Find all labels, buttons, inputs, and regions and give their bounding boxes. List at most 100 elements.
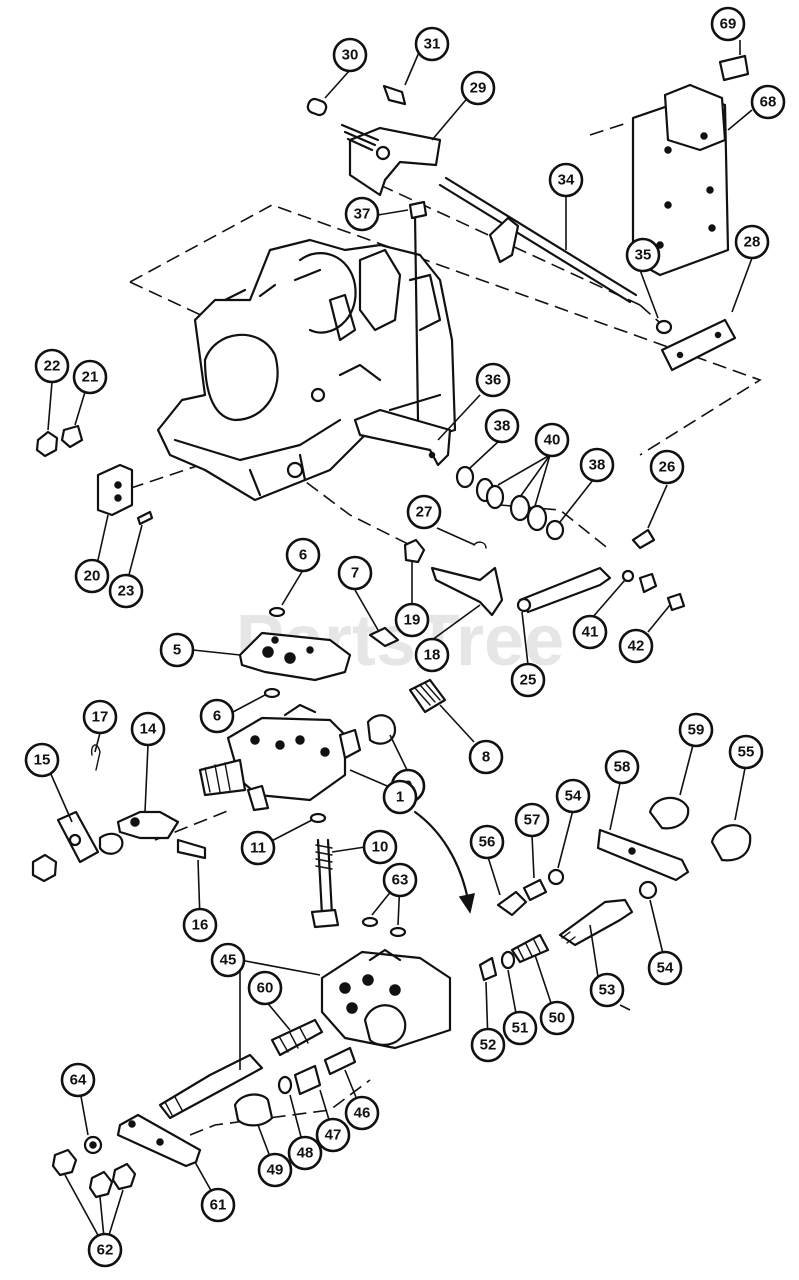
callout-27[interactable]: 27 (406, 494, 442, 530)
callout-40[interactable]: 40 (534, 422, 570, 458)
nut-42b (666, 592, 686, 612)
callout-62[interactable]: 62 (87, 1232, 123, 1268)
svg-text:69: 69 (720, 16, 737, 33)
callout-18[interactable]: 18 (414, 637, 450, 673)
callout-61[interactable]: 61 (200, 1187, 236, 1223)
oring-63a (361, 916, 379, 928)
washer-41 (621, 569, 635, 583)
svg-text:56: 56 (479, 834, 496, 851)
svg-text:7: 7 (351, 565, 359, 582)
svg-text:17: 17 (92, 709, 109, 726)
svg-text:38: 38 (494, 418, 511, 435)
callout-22[interactable]: 22 (34, 348, 70, 384)
spring-46 (323, 1046, 357, 1076)
callout-42[interactable]: 42 (618, 628, 654, 664)
callout-54-upper[interactable]: 54 (555, 778, 591, 814)
callout-20[interactable]: 20 (74, 558, 110, 594)
nut-52 (478, 956, 498, 982)
callout-46[interactable]: 46 (344, 1095, 380, 1131)
callout-19[interactable]: 19 (394, 602, 430, 638)
callout-50[interactable]: 50 (539, 1000, 575, 1036)
svg-text:6: 6 (213, 708, 221, 725)
nut-62b (88, 1170, 114, 1199)
spring-57 (522, 878, 548, 902)
valve-body-1 (198, 703, 397, 824)
callout-45[interactable]: 45 (210, 942, 246, 978)
callout-8[interactable]: 8 (468, 739, 504, 775)
shaft-arm-34 (488, 216, 520, 264)
callout-58[interactable]: 58 (604, 749, 640, 785)
oring-51 (500, 950, 516, 970)
callout-38-lower[interactable]: 38 (579, 447, 615, 483)
oring-6b (263, 687, 281, 699)
callout-6-lower[interactable]: 6 (199, 698, 235, 734)
svg-text:50: 50 (549, 1010, 566, 1027)
callout-37[interactable]: 37 (344, 196, 380, 232)
callout-31[interactable]: 31 (414, 26, 450, 62)
callout-11[interactable]: 11 (240, 830, 276, 866)
svg-text:27: 27 (416, 504, 433, 521)
callout-68[interactable]: 68 (750, 84, 786, 120)
callout-10[interactable]: 10 (362, 829, 398, 865)
callout-48[interactable]: 48 (287, 1135, 323, 1171)
svg-text:22: 22 (44, 358, 61, 375)
callout-59[interactable]: 59 (678, 712, 714, 748)
callout-30[interactable]: 30 (332, 37, 368, 73)
callout-15[interactable]: 15 (24, 742, 60, 778)
svg-text:58: 58 (614, 759, 631, 776)
callout-60[interactable]: 60 (247, 970, 283, 1006)
callout-35[interactable]: 35 (625, 237, 661, 273)
valve-cover-assembly (238, 606, 400, 699)
callout-16[interactable]: 16 (182, 907, 218, 943)
callout-25[interactable]: 25 (510, 662, 546, 698)
svg-text:20: 20 (84, 568, 101, 585)
svg-text:59: 59 (688, 722, 705, 739)
spool-assembly (158, 1018, 357, 1127)
callout-54-lower[interactable]: 54 (647, 950, 683, 986)
callout-34[interactable]: 34 (548, 162, 584, 198)
callout-23[interactable]: 23 (108, 573, 144, 609)
svg-text:21: 21 (82, 369, 99, 386)
callout-26[interactable]: 26 (649, 449, 685, 485)
callout-21[interactable]: 21 (72, 359, 108, 395)
nut-42a (638, 572, 658, 594)
callout-51[interactable]: 51 (502, 1010, 538, 1046)
svg-text:68: 68 (760, 94, 777, 111)
callout-5[interactable]: 5 (159, 632, 195, 668)
callout-41[interactable]: 41 (572, 614, 608, 650)
callout-64[interactable]: 64 (60, 1062, 96, 1098)
callout-47[interactable]: 47 (315, 1117, 351, 1153)
callout-7[interactable]: 7 (337, 555, 373, 591)
spring-clip-17 (90, 744, 101, 771)
washer-38a (455, 465, 475, 489)
callout-6-upper[interactable]: 6 (285, 537, 321, 573)
svg-text:28: 28 (744, 234, 761, 251)
svg-text:15: 15 (34, 752, 51, 769)
callout-14[interactable]: 14 (130, 711, 166, 747)
oring-6a (268, 606, 286, 618)
callout-55[interactable]: 55 (728, 734, 764, 770)
bolt-31 (382, 84, 407, 106)
callout-28[interactable]: 28 (734, 224, 770, 260)
callout-38-upper[interactable]: 38 (484, 408, 520, 444)
svg-text:63: 63 (392, 872, 409, 889)
callout-53[interactable]: 53 (589, 972, 625, 1008)
svg-text:26: 26 (659, 459, 676, 476)
callout-69[interactable]: 69 (710, 6, 746, 42)
plate-58 (596, 828, 690, 882)
callout-63[interactable]: 63 (382, 862, 418, 898)
svg-text:52: 52 (480, 1037, 497, 1054)
callout-52[interactable]: 52 (470, 1027, 506, 1063)
plug-7 (368, 626, 400, 648)
callout-57[interactable]: 57 (514, 802, 550, 838)
callout-36[interactable]: 36 (475, 362, 511, 398)
callout-1[interactable]: 1 (382, 779, 418, 815)
callout-17[interactable]: 17 (82, 699, 118, 735)
clip-27 (473, 541, 487, 549)
svg-text:40: 40 (544, 432, 561, 449)
callout-29[interactable]: 29 (460, 70, 496, 106)
callout-49[interactable]: 49 (257, 1152, 293, 1188)
cap-55 (710, 824, 752, 862)
callout-56[interactable]: 56 (469, 824, 505, 860)
